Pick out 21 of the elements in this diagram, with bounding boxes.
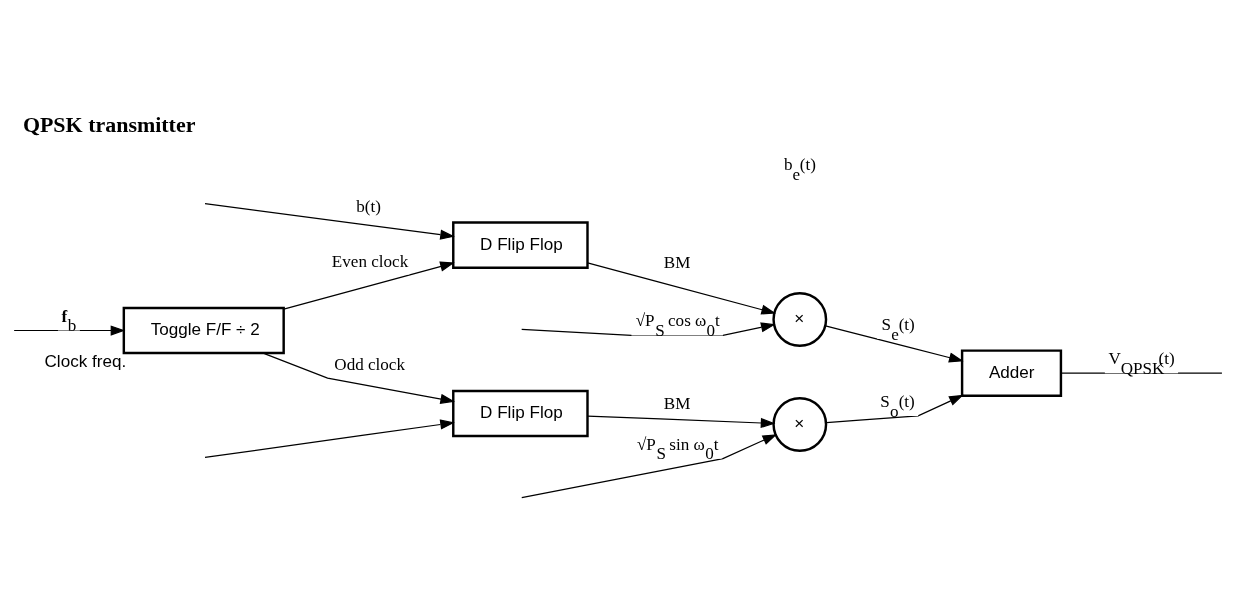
arrow — [824, 325, 964, 363]
node-circle: × — [772, 397, 828, 452]
diagram-title: QPSK transmitter — [22, 112, 196, 138]
arrow — [587, 262, 777, 315]
edge-label: Even clock — [331, 251, 409, 271]
edge-label: Odd clock — [334, 355, 405, 375]
arrow — [283, 261, 455, 310]
node-circle: × — [772, 292, 828, 347]
edge-label: BM — [663, 252, 691, 272]
node-box: D Flip Flop — [452, 221, 589, 269]
arrow — [204, 203, 455, 240]
arrow — [825, 394, 964, 424]
node-box: Toggle F/F ÷ 2 — [122, 306, 285, 355]
connector — [1060, 372, 1223, 374]
edge-label: BM — [663, 394, 691, 414]
node-box: D Flip Flop — [452, 389, 589, 438]
arrow — [587, 415, 776, 429]
edge-label: b(t) — [356, 196, 381, 216]
node-box: Adder — [960, 349, 1063, 397]
arrow — [521, 322, 776, 336]
arrow — [204, 419, 455, 458]
